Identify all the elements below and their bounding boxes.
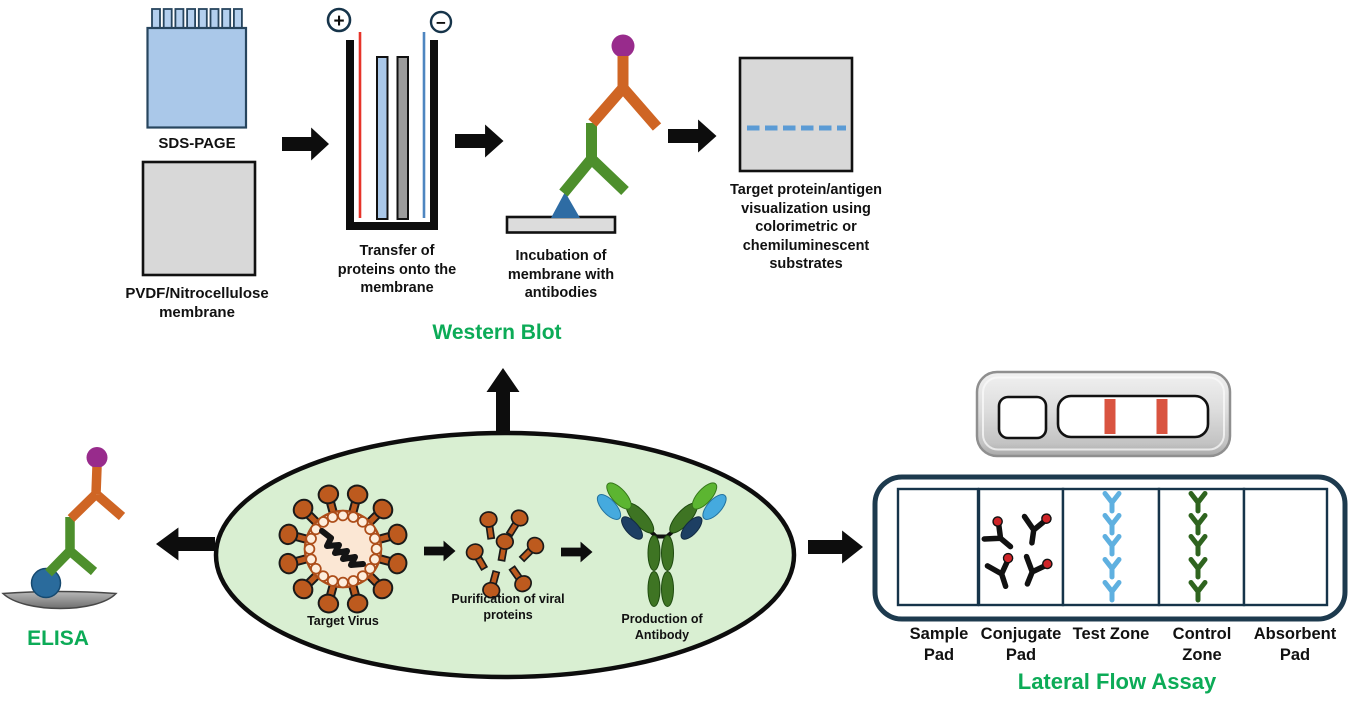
arrow-gel-to-transfer-icon (282, 127, 329, 161)
sds-page-gel-icon (146, 8, 248, 129)
result-window-icon (1056, 394, 1210, 439)
arrow-transfer-to-incubation-icon (455, 124, 504, 158)
lateral-flow-assay-title: Lateral Flow Assay (1017, 669, 1217, 694)
sample-well-icon (997, 395, 1048, 440)
antigen-sphere-icon (30, 567, 62, 599)
visualization-blot-icon (738, 56, 854, 173)
conjugate-pad-label: Conjugate Pad (980, 625, 1062, 665)
primary-antibody-icon (45, 517, 98, 577)
purification-label: Purification of viral proteins (451, 592, 565, 622)
primary-antibody-icon (559, 123, 629, 197)
elisa-title: ELISA (27, 627, 89, 650)
production-label: Production of Antibody (621, 612, 703, 642)
elisa-figure (1, 447, 126, 610)
enzyme-label-icon (611, 34, 635, 58)
antibody-incubation-figure (505, 34, 662, 234)
western-blot-title: Western Blot (432, 321, 562, 344)
negative-electrode-symbol: − (436, 14, 446, 33)
arrow-incubation-to-visualization-icon (668, 119, 717, 153)
arrow-ellipse-to-elisa-icon (156, 527, 215, 561)
microwell-icon (1, 590, 118, 610)
secondary-antibody-icon (588, 56, 662, 131)
transfer-label: Transfer of proteins onto the membrane (337, 243, 457, 297)
arrow-ellipse-to-lfa-icon (808, 530, 863, 564)
pvdf-membrane-label: PVDF/Nitrocellulose membrane (125, 285, 269, 322)
antigen-triangle-icon (551, 192, 580, 218)
target-virus-label: Target Virus (307, 614, 379, 628)
transfer-tank-icon: + − (326, 7, 453, 230)
conjugate-pad-section (977, 487, 1065, 607)
control-zone-label: Control Zone (1172, 625, 1232, 665)
secondary-antibody-icon (67, 466, 126, 522)
negative-electrode-icon (429, 10, 453, 34)
test-line-icon (1104, 399, 1116, 434)
visualization-label: Target protein/antigen visualization usi… (730, 182, 882, 273)
control-line-icon (1156, 399, 1168, 434)
positive-electrode-symbol: + (333, 11, 344, 32)
absorbent-pad-label: Absorbent Pad (1253, 625, 1337, 665)
gel-slab-icon (376, 56, 389, 220)
sds-page-label: SDS-PAGE (158, 135, 236, 152)
viral-rna-icon (319, 528, 366, 568)
arrow-ellipse-to-westernblot-icon (486, 368, 520, 431)
absorbent-pad-section (1242, 487, 1329, 607)
blot-membrane-strip-icon (505, 215, 617, 234)
produced-antibody-icon (596, 482, 727, 607)
enzyme-label-icon (86, 447, 108, 468)
lfa-cassette-icon (975, 370, 1232, 458)
sample-pad-label: Sample Pad (909, 625, 969, 665)
membrane-slab-icon (396, 56, 409, 220)
lfa-strip-figure (872, 474, 1348, 622)
incubation-label: Incubation of membrane with antibodies (507, 248, 615, 302)
target-virus-icon (276, 482, 410, 616)
positive-electrode-icon (326, 7, 352, 33)
test-zone-label: Test Zone (1072, 625, 1150, 643)
pvdf-membrane-icon (141, 160, 257, 277)
sample-pad-section (896, 487, 980, 607)
